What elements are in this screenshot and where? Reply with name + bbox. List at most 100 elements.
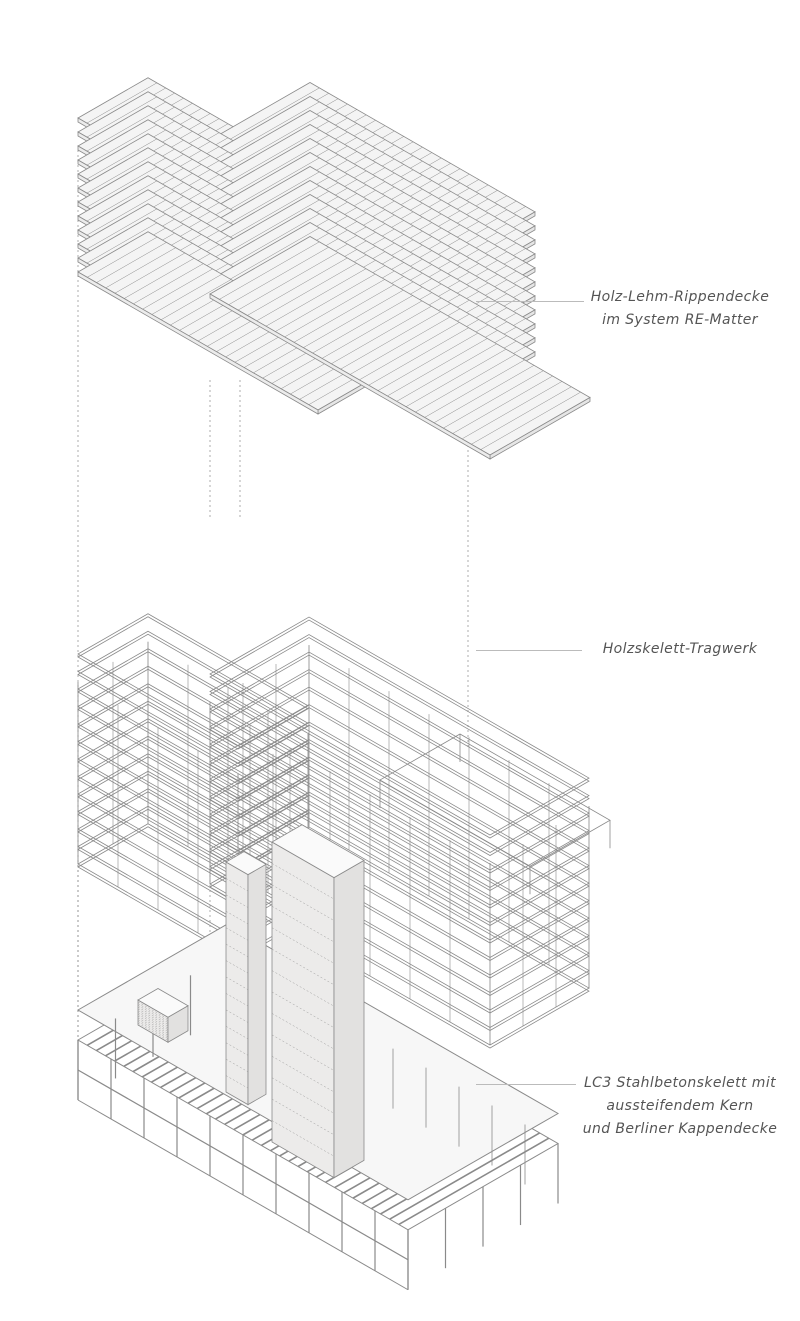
stair-core-small-joint: [225, 976, 249, 990]
roof-box-joint: [137, 1001, 169, 1020]
slab-rib: [219, 115, 320, 174]
slab-rib: [293, 284, 395, 343]
stair-core-small-joint: [225, 943, 249, 957]
slab-rib: [86, 152, 158, 194]
slab-rib: [331, 306, 432, 364]
roof-box-joint: [137, 1012, 169, 1030]
stiffening-cores: [137, 824, 365, 1179]
slab-rib: [368, 327, 469, 386]
roof-box-joint: [137, 1019, 169, 1038]
leader-line-slab: [476, 301, 584, 302]
roof-box-joint: [137, 1017, 169, 1036]
slab-rib: [219, 157, 320, 216]
slab-rib: [105, 247, 176, 289]
slab-rib: [377, 332, 479, 391]
slab-rib: [387, 338, 488, 397]
stair-core-small-joint: [225, 927, 249, 941]
roof-box-joint: [137, 1010, 169, 1029]
frame-beam-ring-lower: [209, 637, 590, 856]
slab-rib: [219, 213, 320, 272]
slab-rib: [443, 370, 544, 429]
slab-rib: [151, 273, 222, 315]
slab-right-wing-edge: [209, 293, 491, 460]
slab-rib: [219, 171, 320, 230]
frame-beam-ring: [209, 634, 590, 853]
slab-rib: [471, 386, 572, 445]
roof-box-joint: [137, 1003, 169, 1021]
slab-left-wing-edge: [77, 271, 319, 415]
slab-rib: [303, 289, 404, 348]
kappendecke-arch: [389, 1132, 541, 1220]
base-ground-line: [77, 1099, 409, 1291]
frame-beam-ring: [77, 613, 309, 747]
stair-core-large-side: [333, 859, 365, 1179]
slab-rib: [312, 295, 413, 354]
slab-rib: [86, 124, 158, 166]
label-base-line3: und Berliner Kappendecke: [582, 1121, 778, 1137]
frame-ground-extension: [379, 733, 611, 867]
stair-core-small-joint: [225, 1042, 249, 1056]
slab-rib: [396, 343, 497, 402]
stair-core-small-joint: [225, 1075, 249, 1089]
slab-rib: [247, 257, 348, 316]
stair-core-small-joint: [225, 993, 249, 1007]
slab-rib: [86, 166, 158, 208]
slab-rib: [256, 263, 357, 322]
frame-beam-ring-lower: [77, 633, 309, 767]
roof-box-joint: [137, 1023, 169, 1041]
slab-rib: [461, 381, 563, 440]
roof-box-joint: [137, 1014, 169, 1032]
roof-box-joint: [137, 1015, 169, 1034]
leader-line-base: [476, 1084, 576, 1085]
roof-box-top: [137, 988, 189, 1018]
slab-rib: [86, 180, 158, 222]
label-frame: Holzskelett-Tragwerk: [580, 638, 780, 661]
slab-rib: [114, 252, 186, 294]
label-frame-line1: Holzskelett-Tragwerk: [602, 641, 758, 657]
slab-rib: [160, 279, 232, 320]
frame-beam-ring: [77, 630, 309, 764]
frame-beam-ring: [209, 616, 590, 836]
roof-box-joint: [137, 1005, 169, 1023]
slab-rib: [284, 279, 385, 338]
slab-rib: [219, 227, 320, 286]
stair-core-small-joint: [225, 911, 249, 925]
stair-core-large-top: [271, 824, 365, 879]
slab-rib: [275, 273, 376, 332]
slab-rib: [86, 82, 158, 124]
label-slab: Holz-Lehm-Rippendecke im System RE-Matte…: [580, 286, 780, 332]
slab-rib: [219, 87, 320, 146]
slab-rib: [415, 354, 516, 413]
slab-rib: [219, 143, 320, 202]
frame-beam-ring-lower: [77, 616, 309, 750]
kappendecke-arch: [398, 1137, 550, 1226]
slab-rib: [96, 242, 167, 283]
slab-rib: [86, 138, 158, 180]
slab-rib: [424, 359, 525, 418]
stair-core-small-joint: [225, 1009, 249, 1023]
slab-rib: [86, 208, 158, 250]
slab-rib: [349, 316, 451, 375]
slab-rib: [219, 101, 320, 160]
timber-clay-rib-slab-stack: [77, 77, 591, 460]
stair-core-small-joint: [225, 1058, 249, 1072]
slab-rib: [452, 375, 553, 434]
slab-rib: [219, 199, 320, 258]
slab-rib: [86, 194, 158, 236]
roof-box-joint: [137, 1006, 169, 1025]
slab-rib: [340, 311, 441, 370]
label-base-line2: aussteifendem Kern: [606, 1098, 754, 1114]
stair-core-large-front: [271, 841, 335, 1179]
roof-box-joint: [137, 1021, 169, 1039]
slab-rib: [480, 391, 581, 450]
frame-beam-ring-lower: [209, 619, 590, 839]
stair-core-small-joint: [225, 1026, 249, 1040]
slab-rib: [228, 247, 329, 305]
slab-rib: [142, 268, 213, 310]
stair-core-small-top: [225, 851, 267, 876]
label-slab-line2: im System RE-Matter: [602, 312, 758, 328]
roof-box-joint: [137, 1008, 169, 1027]
slab-rib: [265, 268, 367, 327]
slab-rib: [237, 252, 339, 311]
